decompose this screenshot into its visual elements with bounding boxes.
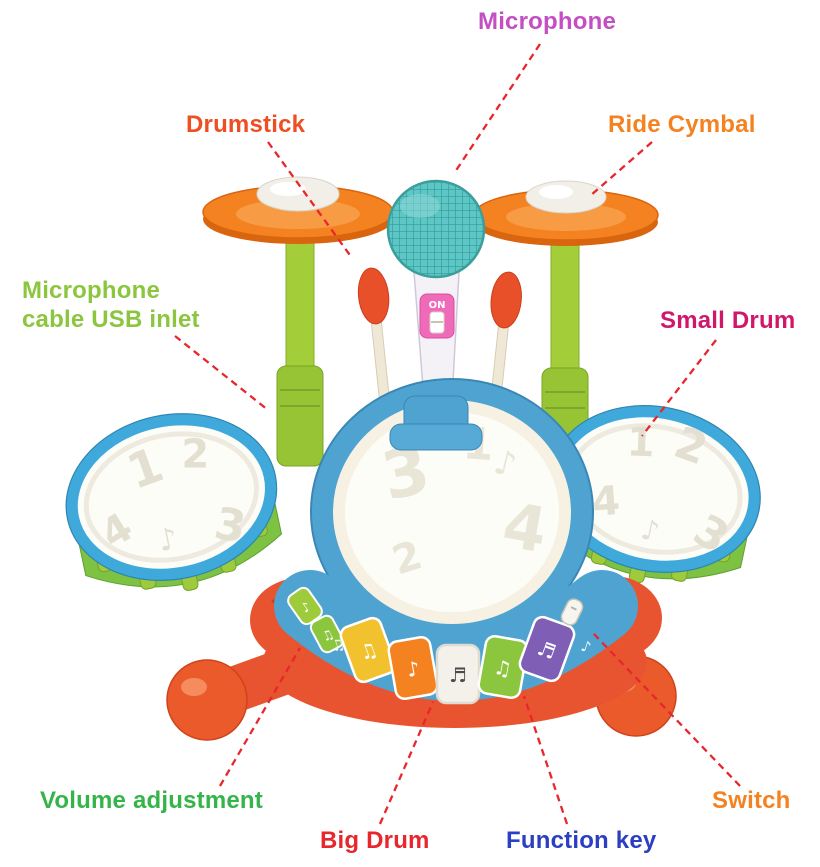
function-key-green: ♫ bbox=[477, 634, 529, 700]
label-usb-inlet-line1: Microphone bbox=[22, 277, 160, 304]
leader-volume bbox=[219, 647, 301, 787]
function-key-white: ♬ bbox=[435, 643, 481, 705]
svg-text:1: 1 bbox=[626, 419, 655, 466]
svg-text:4: 4 bbox=[591, 478, 622, 526]
label-switch: Switch bbox=[712, 787, 791, 815]
function-key-orange: ♪ bbox=[387, 635, 439, 701]
function-key-purple: ♬ bbox=[518, 615, 576, 683]
microphone: ON bbox=[386, 179, 486, 436]
label-volume-adjustment: Volume adjustment bbox=[40, 787, 263, 815]
label-small-drum-text: Small Drum bbox=[660, 307, 796, 334]
leader-function-key bbox=[522, 695, 569, 825]
label-usb-inlet: Microphone cable USB inlet bbox=[22, 276, 200, 334]
small-drum-left: 1 2 3 4 ♪ bbox=[65, 413, 283, 592]
leader-lines bbox=[174, 43, 741, 825]
volume-buttons: ♪ ♫ bbox=[287, 586, 345, 654]
label-drumstick: Drumstick bbox=[186, 111, 305, 139]
mic-on-label: ON bbox=[429, 300, 446, 311]
ride-cymbal-left bbox=[202, 176, 394, 244]
leader-microphone bbox=[454, 43, 541, 173]
label-ride-cymbal-text: Ride Cymbal bbox=[608, 111, 756, 138]
label-function-key-text: Function key bbox=[506, 827, 657, 854]
small-drum-right: 1 2 3 4 ♪ bbox=[544, 405, 761, 584]
leader-big-drum bbox=[378, 701, 435, 825]
volume-button-1: ♪ bbox=[287, 586, 323, 626]
music-notes-icon: ♫ bbox=[329, 635, 347, 656]
label-big-drum-text: Big Drum bbox=[320, 827, 430, 854]
label-volume-adjustment-text: Volume adjustment bbox=[40, 787, 263, 814]
ride-cymbal-right bbox=[473, 180, 659, 246]
microphone-head bbox=[386, 179, 486, 279]
function-key-yellow: ♫ bbox=[339, 616, 397, 684]
leader-ride-cymbal bbox=[589, 141, 653, 197]
label-switch-text: Switch bbox=[712, 787, 791, 814]
beamed-notes-icon: ♬ bbox=[449, 663, 467, 687]
label-microphone-text: Microphone bbox=[478, 8, 616, 35]
power-switch bbox=[560, 598, 584, 626]
label-ride-cymbal: Ride Cymbal bbox=[608, 111, 756, 139]
function-keys: ♫ ♪ ♬ ♫ ♬ bbox=[339, 615, 576, 705]
leader-small-drum bbox=[641, 339, 717, 437]
svg-text:2: 2 bbox=[181, 431, 209, 477]
volume-button-2: ♫ bbox=[309, 614, 345, 654]
label-drumstick-text: Drumstick bbox=[186, 111, 306, 138]
ball-foot-left bbox=[166, 659, 248, 741]
music-note-icon: ♪ bbox=[405, 656, 422, 682]
label-microphone: Microphone bbox=[478, 8, 616, 36]
big-drum: 3 4 1 2 ♪ bbox=[310, 378, 594, 646]
leader-usb-inlet bbox=[174, 335, 269, 411]
label-function-key: Function key bbox=[506, 827, 656, 855]
music-notes-icon: ♫ bbox=[492, 655, 514, 682]
label-big-drum: Big Drum bbox=[320, 827, 430, 855]
label-usb-inlet-line2: cable USB inlet bbox=[22, 306, 200, 333]
label-small-drum: Small Drum bbox=[660, 307, 795, 335]
